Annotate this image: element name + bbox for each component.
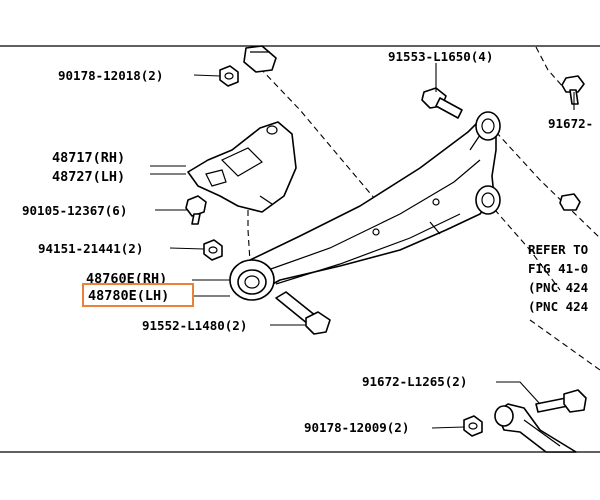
label-91553-l1650: 91553-L1650(4) [388,49,493,64]
label-91552-l1480: 91552-L1480(2) [142,318,247,333]
label-90105-12367: 90105-12367(6) [22,203,127,218]
trailing-arm-48760e-48780e [229,111,501,301]
refer-line-3: (PNC 424 [528,280,588,295]
nut-94151-21441-icon [203,239,223,261]
refer-line-2: FIG 41-0 [528,261,588,276]
bolt-91552-l1480-icon [275,291,331,335]
upper-bracket-part [243,45,277,73]
refer-line-4: (PNC 424 [528,299,588,314]
label-94151-21441: 94151-21441(2) [38,241,143,256]
nut-90178-12009-icon [463,415,483,437]
nut-90178-12018-icon [219,65,239,87]
label-48780e-lh: 48780E(LH) [88,288,169,304]
bolt-90105-12367-icon [185,195,207,225]
bolt-91672-l1265-icon [535,389,587,413]
bolt-91672-refer-icon [559,193,581,211]
lower-arm-part [494,403,577,453]
label-90178-12018: 90178-12018(2) [58,68,163,83]
label-48717-rh: 48717(RH) [52,150,125,166]
label-91672-l1265: 91672-L1265(2) [362,374,467,389]
highlight-box-48780e[interactable] [82,283,194,307]
bolt-91553-l1650-icon [421,87,463,119]
leader-lines [150,63,575,429]
bracket-48717-48727 [187,121,297,213]
label-91672-top: 91672- [548,116,593,131]
label-90178-12009: 90178-12009(2) [304,420,409,435]
refer-line-1: REFER TO [528,242,588,257]
bolt-91672-top-icon [561,75,585,105]
label-48727-lh: 48727(LH) [52,169,125,185]
